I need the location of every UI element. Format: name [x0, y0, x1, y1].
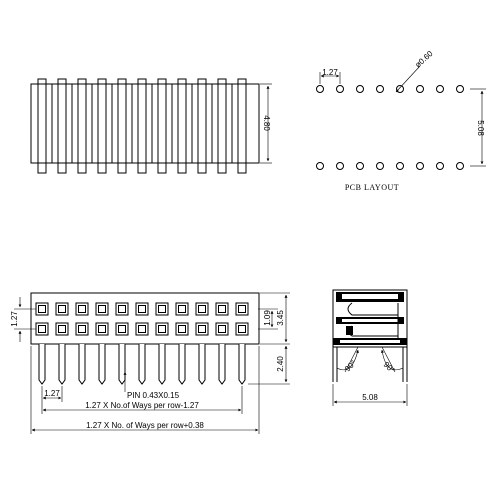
row-pitch-label: 1.09 [263, 310, 272, 326]
pcb-hole [356, 85, 364, 93]
housing-top-cavity [342, 294, 398, 299]
contact-inner [78, 305, 86, 313]
contact-inner [138, 325, 146, 333]
pcb-hole [336, 85, 344, 93]
pin-strip [117, 78, 127, 174]
pcb-hole [416, 85, 424, 93]
pcb-hole [396, 162, 404, 170]
housing-base-cavity [340, 340, 400, 343]
pin-tail [238, 344, 246, 385]
contact-inner [178, 325, 186, 333]
pin-strip [237, 78, 247, 174]
pcb-hole [316, 85, 324, 93]
contact-inner [178, 305, 186, 313]
pin-tail [218, 344, 226, 385]
angle-leader-left [344, 346, 359, 373]
contact-inner [198, 305, 206, 313]
contact-inner [218, 325, 226, 333]
pcb-hole [436, 85, 444, 93]
contact-retention [346, 326, 353, 335]
pcb-hole [416, 162, 424, 170]
tail-length-label: 2.40 [276, 356, 285, 372]
contact-inner [158, 325, 166, 333]
angle-right-label: 90° [382, 360, 397, 375]
contact-inner [78, 325, 86, 333]
front-view-body [30, 292, 260, 345]
pin-strips [37, 78, 247, 174]
contact-inner [118, 305, 126, 313]
contact-inner [38, 305, 46, 313]
pcb-hole [316, 162, 324, 170]
housing-mid-cavity [342, 319, 398, 322]
pin-strip [97, 78, 107, 174]
pcb-hole [456, 162, 464, 170]
front-view: 1.27 1.09 3.45 2.40 1.27 PIN 0.43X0.15 1… [10, 292, 290, 434]
contact-inner [98, 305, 106, 313]
pcb-hole [456, 85, 464, 93]
pin-tail [38, 344, 46, 385]
pin-strip [137, 78, 147, 174]
angle-arc-left [336, 349, 359, 371]
pin-tail [158, 344, 166, 385]
hole-diameter-label: ø0.60 [413, 49, 435, 70]
contact-inner [198, 325, 206, 333]
pcb-layout: 1.27 ø0.60 5.08 PCB LAYOUT [316, 49, 486, 192]
height-dimension-label: 4.80 [262, 115, 271, 131]
span-formula-2: 1.27 X No. of Ways per row+0.38 [86, 421, 204, 430]
pcb-layout-caption: PCB LAYOUT [345, 183, 399, 192]
contact-inner [38, 325, 46, 333]
pin-tail [178, 344, 186, 385]
contact-inner [98, 325, 106, 333]
pcb-hole [436, 162, 444, 170]
pin-strip [177, 78, 187, 174]
contact-inner [218, 305, 226, 313]
pin-strip [37, 78, 47, 174]
pin-tail [118, 344, 126, 385]
pin-tail [198, 344, 206, 385]
pin-tail [98, 344, 106, 385]
pcb-hole [376, 85, 384, 93]
contact-inner [118, 325, 126, 333]
pin-tail [58, 344, 66, 385]
hole-leader-line [395, 65, 421, 93]
pin-strip [157, 78, 167, 174]
upper-contact [347, 302, 398, 316]
pin-strip [57, 78, 67, 174]
pin-tails [38, 344, 246, 385]
pcb-hole [336, 162, 344, 170]
contact-grid [35, 302, 249, 336]
width-dimension-label: 5.08 [362, 393, 378, 402]
pcb-hole [376, 162, 384, 170]
pin-strip [77, 78, 87, 174]
top-view: 4.80 [30, 78, 272, 174]
body-height-label: 3.45 [276, 310, 285, 326]
row-spacing-label: 5.08 [476, 120, 485, 136]
contact-inner [58, 325, 66, 333]
pitch-dimension-label: 1.27 [322, 68, 338, 77]
pin-pitch-label: 1.27 [44, 389, 60, 398]
pcb-hole [396, 85, 404, 93]
side-view-body [332, 289, 408, 348]
angle-arc-right [380, 349, 404, 371]
angle-leader-right [381, 346, 396, 373]
pcb-hole-grid [316, 85, 464, 170]
pin-tail [78, 344, 86, 385]
contact-inner [238, 325, 246, 333]
pitch-v-label: 1.27 [10, 311, 19, 327]
contact-inner [138, 305, 146, 313]
pin-strip [197, 78, 207, 174]
span-formula-1: 1.27 X No.of Ways per row-1.27 [85, 401, 199, 410]
contact-inner [158, 305, 166, 313]
pin-note: PIN 0.43X0.15 [127, 391, 180, 400]
contact-inner [58, 305, 66, 313]
side-view: 90° 90° 5.08 [332, 289, 408, 406]
lower-contact [347, 325, 398, 337]
pcb-hole [356, 162, 364, 170]
contact-inner [238, 305, 246, 313]
pin-strip [217, 78, 227, 174]
pin-tail [138, 344, 146, 385]
